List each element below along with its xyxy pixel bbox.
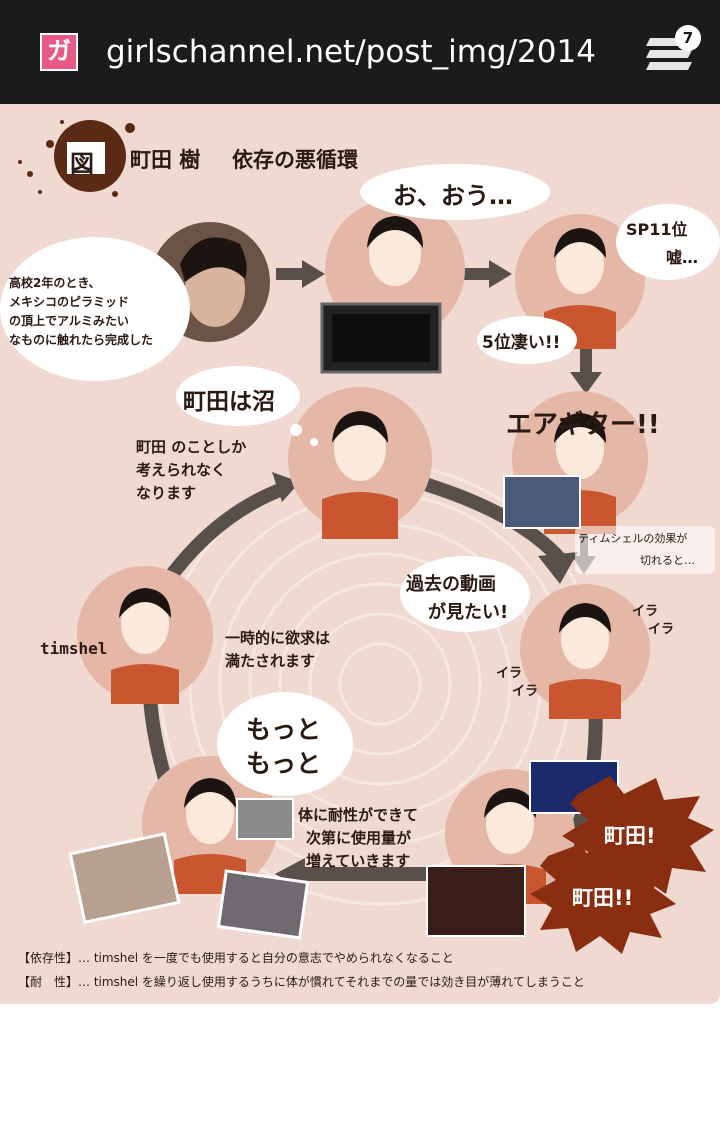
taisei-line2: 次第に使用量が [306,829,412,847]
speech-oou: お、おう… [393,182,513,210]
infographic-image: 図 町田 樹 依存の悪循環 高校2年のとき、 メキシコのピラミッド の頂上でアル… [0,104,720,1004]
definition-dependency: 【依存性】… timshel を一度でも使用すると自分の意志でやめられなくなるこ… [18,951,454,965]
title-main: 依存の悪循環 [232,148,358,172]
note-timshel-line1: ティムシェルの効果が [578,532,688,545]
intro-line-4: なものに触れたら完成した [9,333,154,347]
kotoshika-line2: 考えられなく [136,461,227,479]
skating-photos [68,475,619,940]
speech-kako-line2: が見たい! [428,602,509,623]
ichiji-line2: 満たされます [225,652,316,670]
ira-2: イラ [648,622,675,637]
intro-line-3: の頂上でアルミみたい [9,314,129,328]
browser-toolbar: ガ girlschannel.net/post_img/2014 7 [0,0,720,104]
ira-1: イラ [632,604,659,619]
speech-airguitar: エアギター!! [506,410,660,440]
ira-3: イラ [496,666,523,681]
tab-switcher-button[interactable]: 7 [642,22,704,78]
speech-sp11-line1: SP11位 [626,220,688,239]
taisei-line1: 体に耐性ができて [298,806,419,824]
ira-4: イラ [512,684,539,699]
tab-count-badge: 7 [675,25,701,51]
ichiji-line1: 一時的に欲求は [225,629,331,647]
infographic-artwork [0,120,720,954]
speech-motto-line2: もっと [246,749,322,778]
title-name: 町田 樹 [130,148,201,172]
site-favicon-icon: ガ [40,33,78,71]
speech-motto-line1: もっと [246,715,322,744]
burst-text-2: 町田!! [572,886,634,910]
speech-sp11-line2: 嘘… [666,248,699,267]
speech-kako-line1: 過去の動画 [406,574,496,595]
label-timshel: timshel [40,639,108,658]
note-timshel-line2: 切れると… [640,554,695,567]
url-bar[interactable]: girlschannel.net/post_img/2014 [106,34,596,70]
kotoshika-line3: なります [136,484,197,502]
taisei-line3: 増えていきます [306,852,411,870]
page-blank-area [0,1004,720,1134]
definition-tolerance: 【耐 性】… timshel を繰り返し使用するうちに体が慣れてそれまでの量では… [18,975,585,989]
burst-text-1: 町田! [604,824,656,848]
intro-line-2: メキシコのピラミッド [9,295,130,309]
figure-label: 図 [70,150,94,178]
speech-bubbles [0,164,720,796]
speech-numa: 町田は沼 [183,389,275,415]
kotoshika-line1: 町田 のことしか [136,438,247,456]
speech-5i: 5位凄い!! [482,333,561,353]
intro-line-1: 高校2年のとき、 [9,276,101,290]
shout-bursts [530,776,714,954]
